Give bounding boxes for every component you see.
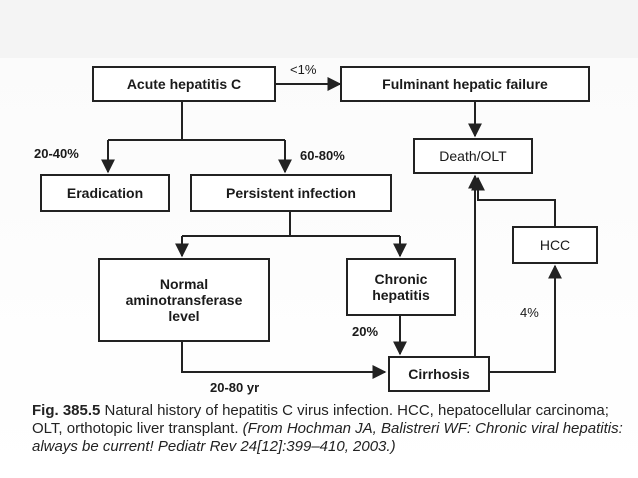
arrow-hcc-to-death	[471, 176, 556, 226]
node-chronic-line2: hepatitis	[372, 287, 430, 303]
node-death-olt: Death/OLT	[413, 138, 533, 174]
node-chronic-line1: Chronic	[374, 271, 428, 287]
node-normal-line2: aminotransferase	[125, 292, 243, 308]
caption-source: (From Hochman JA, Balistreri WF: Chronic…	[32, 420, 623, 455]
node-normal-aminotransferase: Normal aminotransferase level	[98, 258, 270, 342]
node-fulminant-label: Fulminant hepatic failure	[382, 76, 548, 92]
caption-text: Natural history of hepatitis C virus inf…	[32, 402, 609, 437]
label-60-80-percent: 60-80%	[300, 148, 345, 163]
node-persistent-label: Persistent infection	[226, 185, 356, 201]
node-acute-label: Acute hepatitis C	[126, 76, 242, 92]
arrow-normal-to-cirrhosis	[181, 342, 387, 379]
node-hcc: HCC	[512, 226, 598, 264]
figure-caption: Fig. 385.5 Natural history of hepatitis …	[32, 402, 632, 456]
arrow-cirrhosis-to-hcc	[490, 264, 562, 373]
node-cirrhosis-label: Cirrhosis	[408, 366, 470, 382]
label-20-40-percent: 20-40%	[34, 146, 79, 161]
node-normal-line3: level	[168, 308, 200, 324]
label-4-percent: 4%	[520, 305, 539, 320]
label-less-than-1-percent: <1%	[290, 62, 317, 77]
node-cirrhosis: Cirrhosis	[388, 356, 490, 392]
label-20-percent: 20%	[352, 324, 379, 339]
node-eradication-label: Eradication	[66, 185, 144, 201]
node-acute-hepatitis: Acute hepatitis C	[92, 66, 276, 102]
node-chronic-hepatitis: Chronic hepatitis	[346, 258, 456, 316]
label-20-80-yr: 20-80 yr	[210, 380, 260, 395]
node-eradication: Eradication	[40, 174, 170, 212]
node-hcc-label: HCC	[539, 237, 571, 253]
node-persistent-infection: Persistent infection	[190, 174, 392, 212]
node-fulminant-failure: Fulminant hepatic failure	[340, 66, 590, 102]
node-death-label: Death/OLT	[439, 148, 507, 164]
node-normal-line1: Normal	[159, 276, 209, 292]
caption-figure-number: Fig. 385.5	[32, 402, 101, 419]
